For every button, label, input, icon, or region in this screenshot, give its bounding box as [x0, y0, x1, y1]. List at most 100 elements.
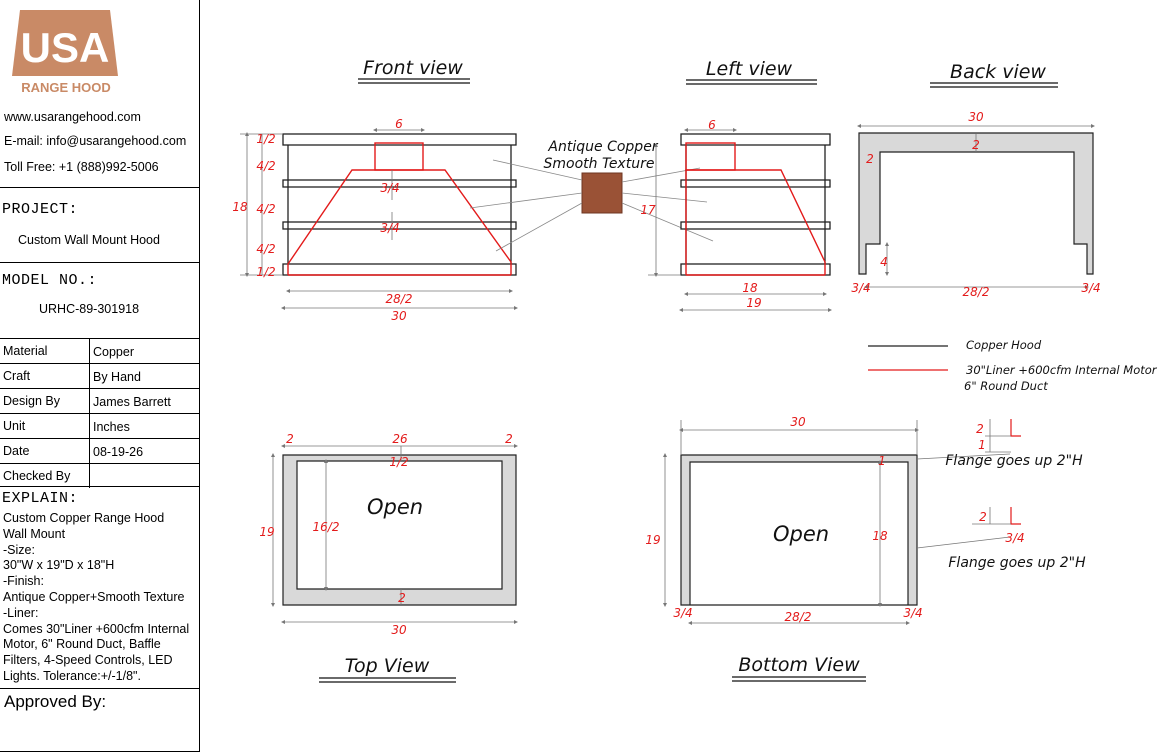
- spec-value: By Hand: [93, 370, 141, 384]
- front-view-title: Front view: [363, 57, 463, 79]
- dim-label: 4: [880, 255, 888, 269]
- logo-text: USA: [21, 24, 110, 71]
- back-view: 30 2 2 4 28/2 3/4 3/4: [851, 110, 1100, 299]
- left-view-title: Left view: [706, 58, 793, 80]
- dim-label: 3/4: [380, 221, 399, 235]
- dim-label: 18: [872, 529, 888, 543]
- title-block: USA RANGE HOOD www.usarangehood.com E-ma…: [0, 0, 200, 752]
- finish-label: Antique Copper: [547, 139, 658, 155]
- left-band: [680, 133, 831, 146]
- left-liner: [685, 142, 826, 276]
- dim-label: 16/2: [313, 520, 340, 534]
- project-heading: PROJECT:: [2, 201, 79, 218]
- left-view: 6 18 19 17: [640, 118, 832, 312]
- dim-label: 2: [866, 152, 874, 166]
- dim-label: 3/4: [903, 606, 922, 620]
- dim-label: 2: [286, 432, 294, 446]
- dim-label: 3/4: [851, 281, 870, 295]
- dim-label: 2: [979, 510, 987, 524]
- dim-label: 2: [398, 591, 406, 605]
- finish-label: Smooth Texture: [544, 156, 655, 172]
- dim-label: 1/2: [256, 265, 275, 279]
- view-titles: Front view Left view Back view Top View …: [319, 57, 1058, 683]
- dim-label: 1/2: [389, 455, 408, 469]
- left-band: [680, 263, 831, 276]
- divider: [0, 262, 199, 263]
- spec-key: Material: [3, 344, 48, 358]
- phone-number: Toll Free: +1 (888)992-5006: [4, 160, 159, 174]
- spec-key: Craft: [3, 369, 31, 383]
- front-view: 6 28/2 30 18 1/2 4/2 4/2 4/2 1/2 3/4 3/4: [232, 117, 518, 323]
- dim-label: 4/2: [256, 242, 275, 256]
- top-frame: [282, 454, 517, 606]
- flange-note: Flange goes up 2"H: [945, 453, 1083, 469]
- dim-label: 3/4: [673, 606, 692, 620]
- dim-label: 28/2: [785, 610, 812, 624]
- flange-detail-1: 2 1 Flange goes up 2"H: [945, 419, 1083, 469]
- legend-hood-label: Copper Hood: [966, 338, 1042, 352]
- finish-callout: Antique Copper Smooth Texture: [469, 139, 714, 252]
- dim-label: 3/4: [380, 181, 399, 195]
- dim-label: 6: [395, 117, 403, 131]
- spec-value: Copper: [93, 345, 134, 359]
- spec-row-material: Material Copper: [0, 338, 199, 363]
- dim-label: 30: [391, 623, 407, 637]
- divider: [0, 688, 199, 689]
- front-liner: [287, 142, 512, 276]
- logo-shape: [12, 10, 118, 76]
- spec-key: Design By: [3, 394, 60, 408]
- explain-text: Custom Copper Range Hood Wall Mount -Siz…: [3, 511, 190, 683]
- dim-label: 18: [742, 281, 758, 295]
- dim-label: 4/2: [256, 159, 275, 173]
- dim-label: 2: [976, 422, 984, 436]
- spec-row-checked: Checked By: [0, 463, 199, 488]
- bottom-open-label: Open: [773, 522, 829, 546]
- left-band: [680, 221, 831, 230]
- dim-label: 19: [645, 533, 660, 547]
- front-band: [282, 133, 517, 146]
- divider: [0, 187, 199, 188]
- dim-label: 30: [968, 110, 984, 124]
- front-band: [282, 263, 517, 276]
- dim-label: 3/4: [1081, 281, 1100, 295]
- spec-key: Date: [3, 444, 30, 458]
- top-open-label: Open: [367, 495, 423, 519]
- top-view-title: Top View: [345, 655, 430, 677]
- spec-key: Checked By: [3, 469, 71, 483]
- email-link[interactable]: E-mail: info@usarangehood.com: [4, 134, 187, 148]
- dim-label: 30: [391, 309, 407, 323]
- back-frame: [858, 132, 1094, 275]
- model-heading: MODEL NO.:: [2, 272, 98, 289]
- spec-row-craft: Craft By Hand: [0, 363, 199, 388]
- flange-note: Flange goes up 2"H: [948, 555, 1086, 571]
- dim-label: 1: [978, 438, 986, 452]
- front-band: [282, 179, 517, 188]
- legend-liner-label: 30"Liner +600cfm Internal Motor: [966, 363, 1158, 377]
- legend-duct-label: 6" Round Duct: [964, 379, 1048, 393]
- dim-label: 6: [708, 118, 716, 132]
- legend: Copper Hood 30"Liner +600cfm Internal Mo…: [868, 338, 1158, 393]
- bottom-frame: [680, 454, 918, 606]
- website-link[interactable]: www.usarangehood.com: [4, 110, 141, 124]
- dim-label: 3/4: [1005, 531, 1024, 545]
- dim-label: 1: [878, 454, 886, 468]
- dim-label: 26: [392, 432, 408, 446]
- dim-label: 1/2: [256, 132, 275, 146]
- dim-label: 28/2: [963, 285, 990, 299]
- flange-detail-2: 2 3/4 Flange goes up 2"H: [948, 507, 1086, 571]
- logo-subtext: RANGE HOOD: [21, 80, 111, 95]
- spec-key: Unit: [3, 419, 26, 433]
- back-view-title: Back view: [950, 61, 1046, 83]
- explain-heading: EXPLAIN:: [2, 490, 79, 507]
- dim-label: 19: [259, 525, 274, 539]
- dim-label: 28/2: [386, 292, 413, 306]
- approved-by-label: Approved By:: [4, 692, 107, 711]
- usa-range-hood-logo: USA RANGE HOOD: [12, 10, 118, 95]
- dim-label: 4/2: [256, 202, 275, 216]
- dim-label: 18: [232, 200, 248, 214]
- dim-label: 19: [746, 296, 761, 310]
